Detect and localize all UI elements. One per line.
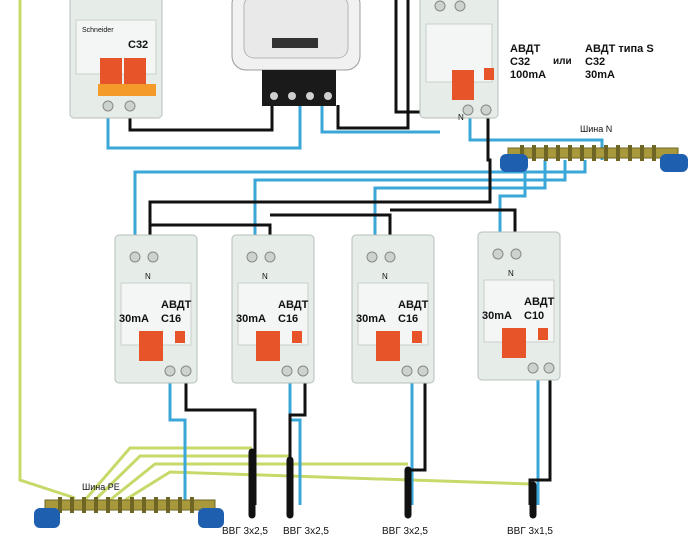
pe-bus-label: Шина PE bbox=[82, 482, 120, 492]
rcbo-1-n-mark: N bbox=[145, 272, 151, 281]
alt-rcbo-label-3: 30mA bbox=[585, 69, 615, 81]
neutral-bus-label: Шина N bbox=[580, 124, 612, 134]
brand-label: Schneider bbox=[82, 27, 114, 34]
main-rcbo-label-3: 100mA bbox=[510, 69, 546, 81]
rcbo-1-rating: C16 bbox=[161, 313, 181, 325]
rcbo-1-name: АВДТ bbox=[161, 299, 192, 311]
rcbo-3-current: 30mA bbox=[356, 313, 386, 325]
neutral-bus-insulator-right bbox=[660, 154, 688, 172]
or-label: или bbox=[553, 56, 572, 67]
main-breaker-rating: C32 bbox=[128, 39, 148, 51]
rcbo-4-test-button[interactable] bbox=[538, 328, 548, 340]
pe-bus: Шина PE bbox=[34, 482, 224, 528]
rcbo-3-rating: C16 bbox=[398, 313, 418, 325]
rcbo-3-name: АВДТ bbox=[398, 299, 429, 311]
cable-labels: ВВГ 3х2,5 ВВГ 3х2,5 ВВГ 3х2,5 ВВГ 3х1,5 bbox=[222, 526, 553, 537]
rcbo-1-test-button[interactable] bbox=[175, 331, 185, 343]
rcbo-1-current: 30mA bbox=[119, 313, 149, 325]
output-cables bbox=[248, 448, 537, 519]
cable-label-1: ВВГ 3х2,5 bbox=[222, 526, 268, 537]
cable-label-3: ВВГ 3х2,5 bbox=[382, 526, 428, 537]
rcbo-4-rating: C10 bbox=[524, 310, 544, 322]
rcbo-2-n-mark: N bbox=[262, 272, 268, 281]
pe-wires bbox=[18, 0, 531, 502]
breaker-handle-2[interactable] bbox=[124, 58, 146, 84]
rcbo-2-test-button[interactable] bbox=[292, 331, 302, 343]
cable-label-2: ВВГ 3х2,5 bbox=[283, 526, 329, 537]
neutral-bus-insulator-left bbox=[500, 154, 528, 172]
pe-bus-insulator-right bbox=[198, 508, 224, 528]
rcbo-2: N АВДТ 30mA C16 bbox=[231, 234, 315, 384]
energy-meter bbox=[231, 0, 361, 106]
neutral-wires bbox=[106, 105, 604, 505]
neutral-bus: Шина N bbox=[500, 124, 688, 172]
rcbo-3-n-mark: N bbox=[382, 272, 388, 281]
rcbo-2-current: 30mA bbox=[236, 313, 266, 325]
rcbo-3-handle[interactable] bbox=[376, 331, 400, 361]
pe-bus-insulator-left bbox=[34, 508, 60, 528]
rcbo-3: N АВДТ 30mA C16 bbox=[351, 234, 435, 384]
rcbo-2-rating: C16 bbox=[278, 313, 298, 325]
rcbo-4-n-mark: N bbox=[508, 269, 514, 278]
alt-rcbo-label-1: АВДТ типа S bbox=[585, 43, 654, 55]
rcbo-2-name: АВДТ bbox=[278, 299, 309, 311]
rcbo-4: N АВДТ 30mA C10 bbox=[477, 231, 561, 381]
cable-label-4: ВВГ 3х1,5 bbox=[507, 526, 553, 537]
main-rcbo-label-1: АВДТ bbox=[510, 43, 541, 55]
rcbo-4-name: АВДТ bbox=[524, 296, 555, 308]
alt-rcbo-label-2: С32 bbox=[585, 56, 605, 68]
rcbo-2-handle[interactable] bbox=[256, 331, 280, 361]
main-rcbo-label-2: С32 bbox=[510, 56, 530, 68]
rcbo-1: N АВДТ 30mA C16 bbox=[114, 234, 198, 384]
main-rcbo: N bbox=[419, 0, 499, 122]
rcbo-4-current: 30mA bbox=[482, 310, 512, 322]
main-rcbo-labels: АВДТ С32 100mA или АВДТ типа S С32 30mA bbox=[510, 43, 654, 81]
rcbo-4-handle[interactable] bbox=[502, 328, 526, 358]
rcbo-3-test-button[interactable] bbox=[412, 331, 422, 343]
breaker-handle[interactable] bbox=[100, 58, 122, 84]
main-rcbo-n-mark: N bbox=[458, 113, 464, 122]
main-breaker-c32: Schneider C32 bbox=[69, 0, 163, 119]
rcbo-1-handle[interactable] bbox=[139, 331, 163, 361]
